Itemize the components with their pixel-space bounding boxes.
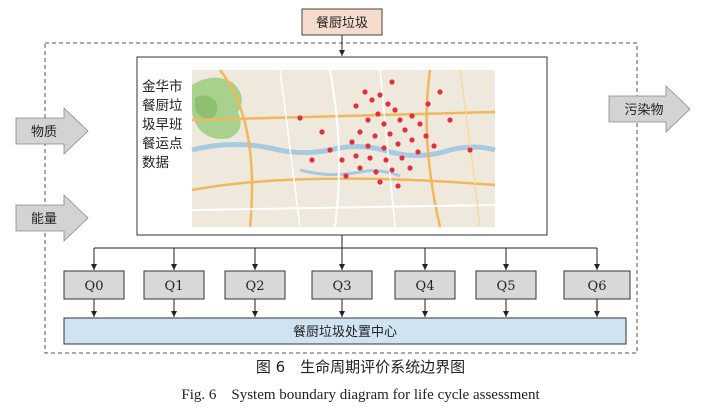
figure-caption-en: Fig. 6 System boundary diagram for life … xyxy=(181,387,540,403)
station-out-arrows xyxy=(91,299,600,317)
station-q6-label: Q6 xyxy=(588,279,607,294)
energy-label: 能量 xyxy=(31,212,57,227)
energy-input-arrow xyxy=(15,194,89,242)
figure-caption-cn: 图 6 生命周期评价系统边界图 xyxy=(255,358,466,376)
pollutant-output-arrow xyxy=(608,85,691,133)
station-q4-label: Q4 xyxy=(416,279,435,294)
treatment-center-box xyxy=(63,317,627,345)
map-label: 金华市餐厨垃圾早班餐运点数据 xyxy=(142,79,183,171)
treatment-center-label: 餐厨垃圾处置中心 xyxy=(293,324,397,340)
station-q2-box xyxy=(224,270,286,300)
pollutant-label: 污染物 xyxy=(624,103,663,118)
station-q5-box xyxy=(475,270,537,300)
station-q6-box xyxy=(563,270,631,300)
station-q1-box xyxy=(143,270,205,300)
station-q3-box xyxy=(311,270,373,300)
map-image xyxy=(191,69,496,228)
station-q0-label: Q0 xyxy=(85,279,104,294)
station-q3-label: Q3 xyxy=(333,279,352,294)
material-input-arrow xyxy=(15,107,89,155)
system-boundary xyxy=(44,42,638,354)
station-q5-label: Q5 xyxy=(497,279,516,294)
material-label: 物质 xyxy=(31,125,57,140)
source-label: 餐厨垃圾 xyxy=(316,15,368,31)
station-in-arrows xyxy=(91,248,600,270)
station-q1-label: Q1 xyxy=(165,279,184,294)
station-q2-label: Q2 xyxy=(246,279,265,294)
